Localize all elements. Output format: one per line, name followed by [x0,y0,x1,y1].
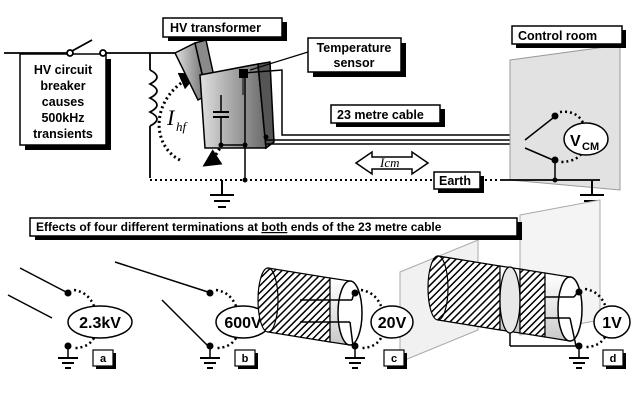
icm-arrow: Icm [354,150,430,176]
termination-d: 1V d [427,255,631,369]
effects-pre: Effects of four different terminations a… [36,220,261,234]
breaker-line-1: HV circuit [34,63,93,77]
icm-text: Icm [379,155,400,170]
effects-heading: Effects of four different terminations a… [29,217,522,240]
svg-text:HV circuit: HV circuit [34,63,93,77]
svg-text:Effects of four different term: Effects of four different terminations a… [36,220,442,234]
inductor-coil [147,53,158,178]
breaker-label: HV circuit breaker causes 500kHz transie… [19,53,111,150]
ground-symbol-transformer [210,180,234,208]
ihf-label: I hf [166,105,189,134]
sensor-line-1: Temperature [317,41,392,55]
vcm-meter: V CM [500,110,609,183]
termination-a-tag: a [100,353,107,365]
breaker-line-4: 500kHz [41,111,84,125]
termination-b-tag: b [242,353,249,365]
ihf-current-loop-arrow [157,72,198,162]
earth-label-text: Earth [439,174,471,188]
hv-transformer-text: HV transformer [170,21,261,35]
hv-transformer-label: HV transformer [162,17,287,41]
temperature-sensor-label: Temperature sensor [307,37,406,77]
termination-b-voltage: 600V [224,315,262,332]
earth-label: Earth [433,171,484,193]
effects-post: ends of the 23 metre cable [287,220,441,234]
termination-c: 20V c [257,267,414,369]
termination-b: 600V b [114,261,271,369]
control-room-text: Control room [518,29,597,43]
effects-both: both [261,220,287,234]
cable-label-text: 23 metre cable [337,108,424,122]
ihf-main: I [166,105,176,130]
termination-d-voltage: 1V [602,315,622,332]
sensor-pointer [249,51,309,71]
svg-text:I: I [166,105,176,130]
svg-text:Icm: Icm [379,155,400,170]
breaker-line-5: transients [33,127,93,141]
breaker-line-2: breaker [40,79,85,93]
vcm-subscript: CM [582,141,599,153]
termination-a: 2.3kV a [7,267,133,369]
cable-label: 23 metre cable [330,104,445,127]
sensor-line-2: sensor [334,56,375,70]
hv-transformer [173,39,275,183]
termination-a-voltage: 2.3kV [79,315,121,332]
termination-d-tag: d [610,353,617,365]
termination-c-voltage: 20V [378,315,407,332]
ihf-subscript: hf [176,119,189,134]
termination-c-tag: c [391,353,397,365]
control-room: Control room [509,25,626,191]
hv-circuit-breaker-switch [4,39,195,57]
breaker-line-3: causes [42,95,84,109]
vcm-main: V [570,133,581,150]
